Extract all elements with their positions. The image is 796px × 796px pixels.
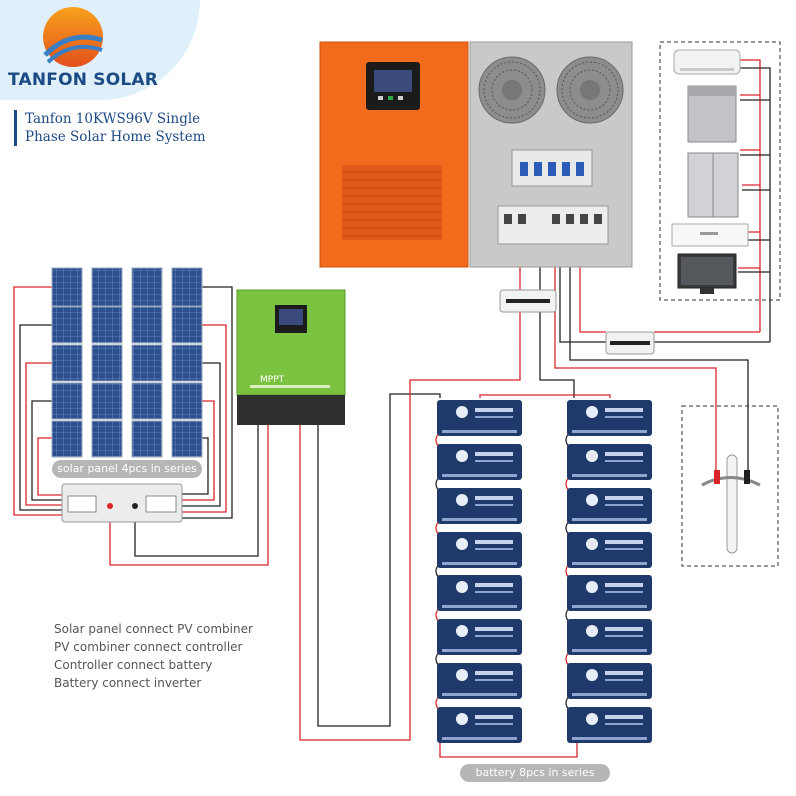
- solar-panel: [91, 420, 123, 458]
- battery: [567, 619, 652, 655]
- solar-panel: [131, 420, 163, 458]
- solar-panel: [91, 267, 123, 307]
- solar-panel: [131, 267, 163, 307]
- solar-panel-array: [51, 267, 203, 458]
- brand-name: TANFON SOLAR: [8, 70, 159, 90]
- wiring: [13, 59, 771, 758]
- fan-icon: [556, 56, 624, 124]
- mppt-label: MPPT: [260, 375, 285, 385]
- battery: [437, 707, 522, 743]
- battery: [567, 707, 652, 743]
- connection-steps: Solar panel connect PV combiner PV combi…: [54, 620, 253, 692]
- solar-panel: [91, 306, 123, 344]
- solar-panel: [51, 420, 83, 458]
- tanfon-logo-icon: [43, 7, 103, 67]
- battery: [437, 575, 522, 611]
- solar-panel: [51, 382, 83, 420]
- television-icon: [677, 253, 737, 294]
- subtitle-line-2: Phase Solar Home System: [25, 129, 206, 145]
- dc-breaker-icon: [499, 289, 557, 313]
- step-item: Solar panel connect PV combiner: [54, 622, 253, 636]
- wall-ac-unit-icon: [671, 223, 749, 247]
- washing-machine-icon: [687, 85, 737, 143]
- solar-panel-caption: solar panel 4pcs in series: [52, 460, 202, 478]
- pv-combiner-box: [61, 483, 183, 523]
- solar-panel: [91, 382, 123, 420]
- battery: [567, 575, 652, 611]
- solar-panel: [51, 267, 83, 307]
- battery: [567, 400, 652, 436]
- grounding-box: [681, 405, 779, 567]
- battery-bank: [437, 400, 652, 743]
- mppt-controller: MPPT: [236, 289, 346, 425]
- refrigerator-icon: [687, 152, 739, 218]
- solar-panel: [171, 344, 203, 382]
- battery: [567, 488, 652, 524]
- battery: [437, 400, 522, 436]
- inverter: [319, 41, 633, 268]
- battery: [437, 444, 522, 480]
- battery: [567, 663, 652, 699]
- ground-rod-icon: [701, 454, 761, 554]
- step-item: PV combiner connect controller: [54, 640, 243, 654]
- battery: [437, 488, 522, 524]
- solar-panel: [171, 306, 203, 344]
- solar-panel: [171, 382, 203, 420]
- fan-icon: [478, 56, 546, 124]
- solar-panel: [131, 306, 163, 344]
- air-conditioner-icon: [673, 49, 741, 75]
- battery: [567, 532, 652, 568]
- page-subtitle: Tanfon 10KWS96V Single Phase Solar Home …: [14, 110, 206, 146]
- battery: [437, 663, 522, 699]
- step-item: Controller connect battery: [54, 658, 213, 672]
- inverter-terminals: [497, 205, 609, 245]
- appliances-box: [659, 41, 781, 301]
- ac-breaker-icon: [605, 331, 655, 355]
- solar-panel: [91, 344, 123, 382]
- solar-panel: [171, 267, 203, 307]
- subtitle-line-1: Tanfon 10KWS96V Single: [25, 111, 201, 127]
- battery: [437, 619, 522, 655]
- battery: [437, 532, 522, 568]
- solar-panel: [171, 420, 203, 458]
- battery: [567, 444, 652, 480]
- solar-panel: [131, 382, 163, 420]
- inverter-vent-grille: [342, 165, 442, 240]
- solar-panel: [131, 344, 163, 382]
- solar-panel: [51, 306, 83, 344]
- battery-caption: battery 8pcs in series: [460, 764, 610, 782]
- solar-panel: [51, 344, 83, 382]
- step-item: Battery connect inverter: [54, 676, 202, 690]
